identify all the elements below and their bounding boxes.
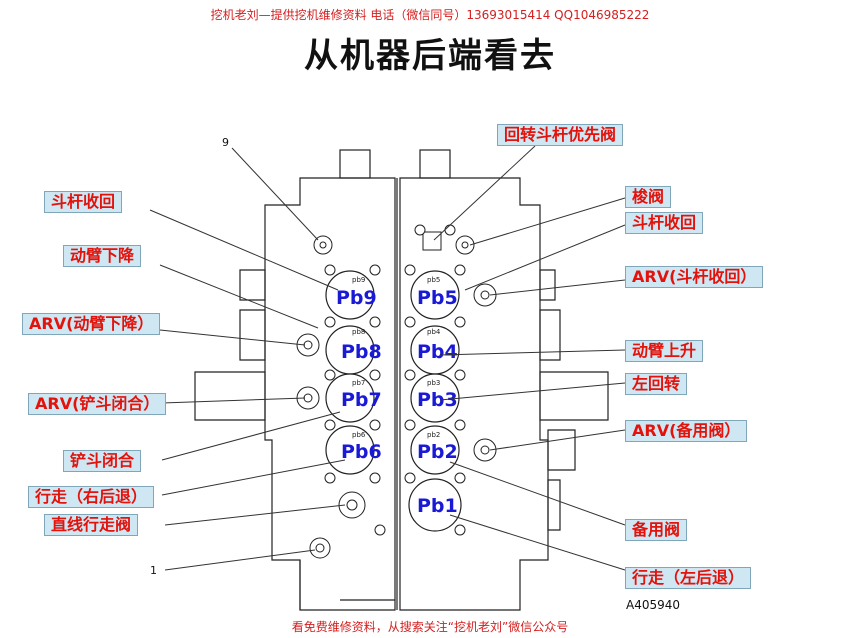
stamp-pb5: pb5: [427, 276, 440, 284]
spool-labels: Pb9 Pb8 Pb7 Pb6 Pb5 Pb4 Pb3 Pb2 Pb1: [336, 287, 458, 517]
part-number-9: 9: [222, 136, 229, 149]
page-title: 从机器后端看去: [304, 36, 556, 76]
figure-id: A405940: [626, 598, 681, 612]
callout-travel-right-back: 行走（右后退）: [28, 486, 155, 508]
part-number-1: 1: [150, 564, 157, 577]
callout-check-valve: 梭阀: [625, 186, 672, 208]
stamp-pb6: pb6: [352, 431, 366, 439]
spool-pb2: [410, 425, 460, 475]
callout-arv-bucket-close: ARV(铲斗闭合）: [28, 393, 167, 415]
stamp-pb7: pb7: [352, 379, 365, 387]
callout-arv-spare: ARV(备用阀）: [625, 420, 748, 442]
callout-boom-up: 动臂上升: [625, 340, 704, 362]
leader-lines: [149, 145, 626, 571]
spool-circles: [325, 270, 462, 532]
stamp-labels: pb9 pb8 pb7 pb6 pb5 pb4 pb3 pb2: [352, 276, 441, 439]
label-pb2: Pb2: [417, 441, 458, 463]
label-pb3: Pb3: [417, 389, 458, 411]
label-pb8: Pb8: [341, 341, 382, 363]
callout-spare-valve: 备用阀: [625, 519, 688, 541]
spool-pb9: [325, 270, 375, 320]
contact-header: 挖机老刘—提供挖机维修资料 电话（微信同号）13693015414 QQ1046…: [210, 8, 650, 22]
spool-pb7: [325, 373, 375, 423]
callout-left-arm-in: 斗杆收回: [44, 191, 123, 213]
stamp-pb2: pb2: [427, 431, 440, 439]
label-pb1: Pb1: [417, 495, 458, 517]
stamp-pb8: pb8: [352, 328, 365, 336]
label-pb4: Pb4: [417, 341, 458, 363]
callout-straight-travel: 直线行走阀: [44, 514, 139, 536]
label-pb5: Pb5: [417, 287, 458, 309]
label-pb6: Pb6: [341, 441, 382, 463]
callout-swing-left: 左回转: [625, 373, 688, 395]
stamp-pb4: pb4: [427, 328, 441, 336]
callout-right-arm-in: 斗杆收回: [625, 212, 704, 234]
callout-bucket-close: 铲斗闭合: [63, 450, 142, 472]
callout-swing-arm-priority: 回转斗杆优先阀: [497, 124, 624, 146]
label-pb7: Pb7: [341, 389, 382, 411]
callout-arv-arm-in: ARV(斗杆收回）: [625, 266, 764, 288]
valve-body: [194, 149, 609, 611]
spool-pb6: [325, 425, 375, 475]
stamp-pb9: pb9: [352, 276, 365, 284]
spool-pb1: [408, 478, 462, 532]
footer-note: 看免费维修资料，从搜索关注“挖机老刘”微信公众号: [291, 620, 569, 634]
label-pb9: Pb9: [336, 287, 377, 309]
callout-boom-down: 动臂下降: [63, 245, 142, 267]
spool-pb5: [410, 270, 460, 320]
callout-arv-boom-down: ARV(动臂下降）: [22, 313, 161, 335]
stamp-pb3: pb3: [427, 379, 440, 387]
bolts: [296, 224, 497, 559]
callout-travel-left-back: 行走（左后退）: [625, 567, 752, 589]
